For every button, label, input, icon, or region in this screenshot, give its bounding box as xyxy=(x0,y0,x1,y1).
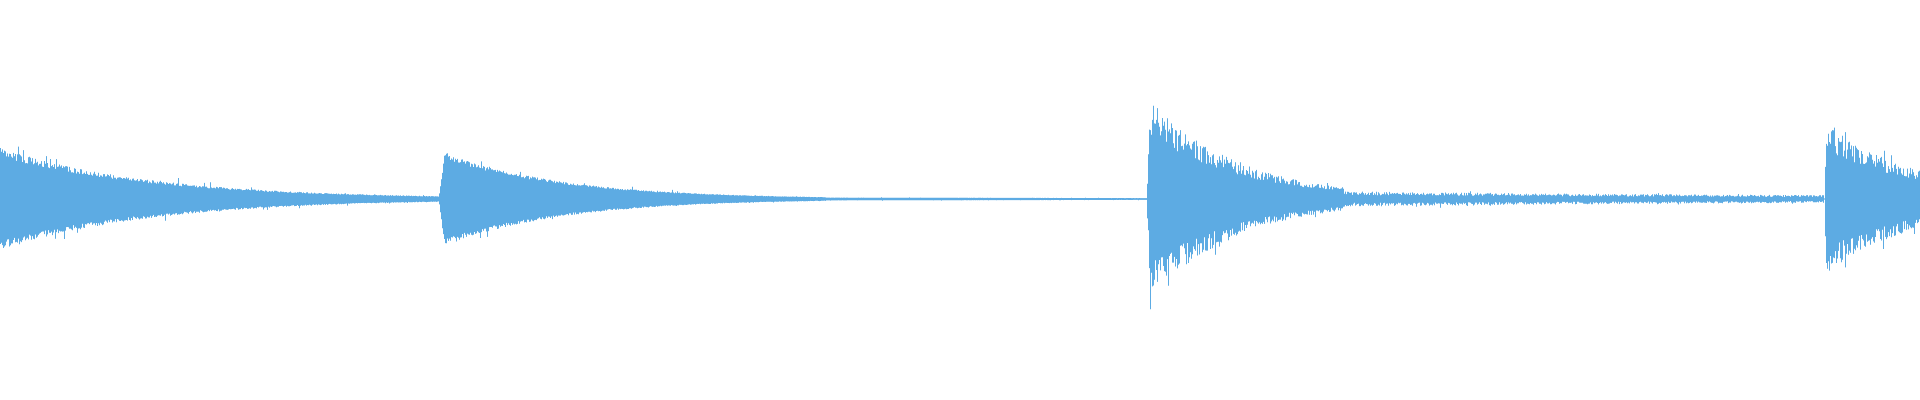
waveform-trace xyxy=(0,105,1920,310)
waveform-series xyxy=(0,105,1920,310)
